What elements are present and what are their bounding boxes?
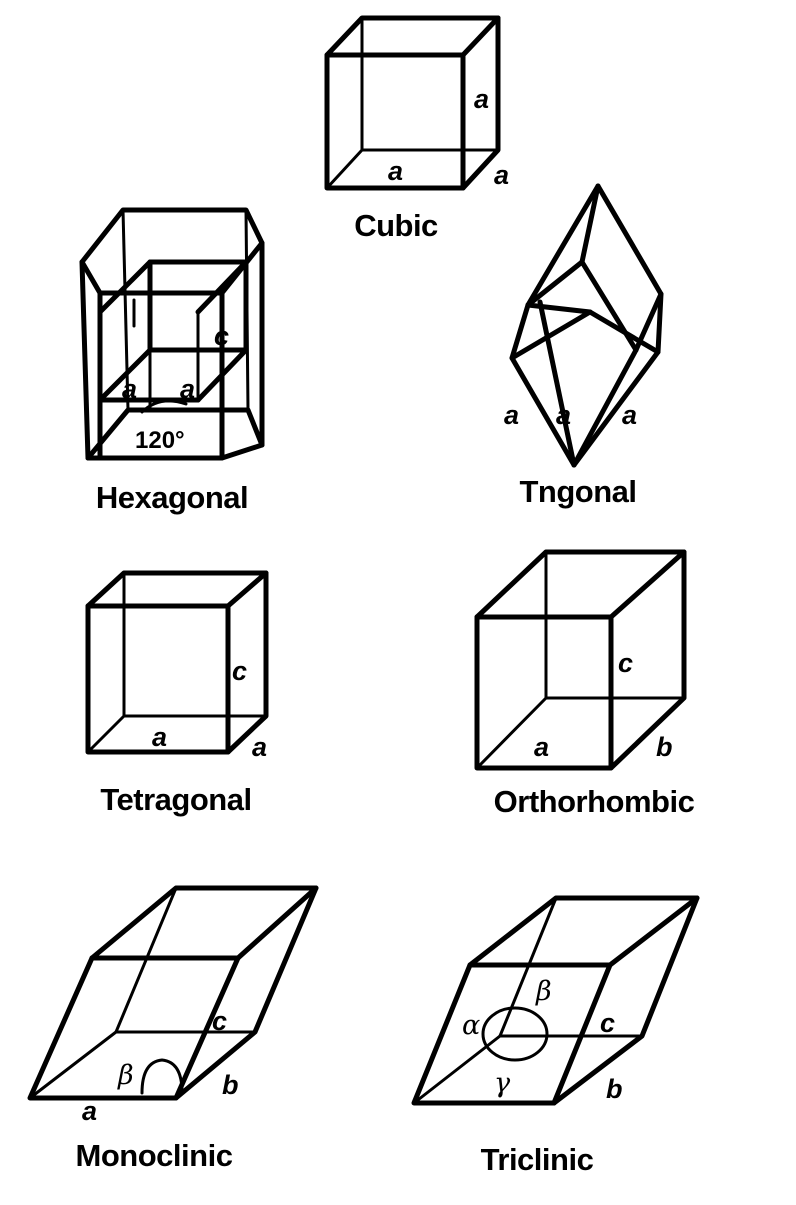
tetragonal-cell: c a a Tetragonal xyxy=(85,570,269,817)
cubic-name: Cubic xyxy=(354,208,438,243)
trigonal-edge xyxy=(571,347,639,468)
triclinic-gamma-label: γ xyxy=(494,1068,511,1099)
hexagonal-unit-cell xyxy=(97,259,153,315)
trigonal-edge xyxy=(587,309,661,355)
triclinic-edge-label: b xyxy=(606,1074,623,1104)
monoclinic-edge-label: a xyxy=(82,1096,97,1126)
trigonal-edge xyxy=(537,299,577,468)
orthorhombic-edge xyxy=(608,549,687,620)
trigonal-edge xyxy=(525,302,593,315)
hexagonal-unit-cell xyxy=(97,347,153,403)
monoclinic-beta-arc xyxy=(140,1058,184,1095)
orthorhombic-name: Orthorhombic xyxy=(494,784,695,819)
orthorhombic-cell: c a b Orthorhombic xyxy=(474,549,695,819)
orthorhombic-edge-label: a xyxy=(534,732,549,762)
cubic-edge-label: a xyxy=(474,84,489,114)
triclinic-edge-label: c xyxy=(600,1008,615,1038)
trigonal-name: Tngonal xyxy=(519,474,636,509)
hexagonal-angle-arc xyxy=(140,399,188,414)
monoclinic-name: Monoclinic xyxy=(76,1138,233,1173)
orthorhombic-hidden-edge xyxy=(475,696,548,770)
trigonal-edge-label: a xyxy=(504,400,519,430)
tetragonal-edge-label: a xyxy=(152,722,167,752)
triclinic-hidden-edge xyxy=(498,896,558,1038)
triclinic-alpha-label: α xyxy=(462,1010,480,1041)
orthorhombic-edge-label: b xyxy=(656,732,673,762)
trigonal-cell: a a a Tngonal xyxy=(504,183,664,509)
trigonal-edge xyxy=(509,309,593,361)
monoclinic-front-face xyxy=(27,955,241,1101)
monoclinic-edge xyxy=(235,885,319,961)
trigonal-edge-label: a xyxy=(556,400,571,430)
orthorhombic-edge-label: c xyxy=(618,648,633,678)
monoclinic-hidden-edge xyxy=(28,1030,118,1100)
tetragonal-edge-label: a xyxy=(252,732,267,762)
cubic-edge-label: a xyxy=(388,156,403,186)
cubic-edge xyxy=(460,15,501,58)
hexagonal-name: Hexagonal xyxy=(96,480,248,515)
monoclinic-angle-label: β xyxy=(117,1060,134,1091)
hexagonal-unit-cell xyxy=(195,347,249,403)
tetragonal-edge xyxy=(225,570,269,609)
triclinic-angle-ellipse xyxy=(481,1006,549,1062)
cubic-cell: a a a Cubic xyxy=(324,15,509,243)
triclinic-cell: c b α β γ Triclinic xyxy=(411,895,700,1177)
monoclinic-edge-label: c xyxy=(212,1006,227,1036)
triclinic-beta-label: β xyxy=(535,976,552,1007)
triclinic-edge xyxy=(607,895,700,968)
monoclinic-hidden-edge xyxy=(114,886,178,1034)
trigonal-edge xyxy=(579,183,601,265)
monoclinic-edge-label: b xyxy=(222,1070,239,1100)
cubic-hidden-edge xyxy=(325,148,364,190)
hexagonal-unit-cell xyxy=(195,259,249,315)
tetragonal-edge-label: c xyxy=(232,656,247,686)
trigonal-outline xyxy=(509,183,664,468)
hexagonal-cell: c a a 120° Hexagonal xyxy=(79,207,265,515)
hexagonal-prism-edge xyxy=(79,259,91,461)
hexagonal-top-face xyxy=(79,207,265,296)
hexagonal-angle-label: 120° xyxy=(135,427,185,454)
hexagonal-edge-label: a xyxy=(122,374,137,404)
tetragonal-name: Tetragonal xyxy=(100,782,251,817)
hexagonal-hidden-edge xyxy=(121,208,130,412)
triclinic-name: Triclinic xyxy=(481,1142,594,1177)
hexagonal-edge-label: a xyxy=(180,374,195,404)
cubic-edge-label: a xyxy=(494,160,509,190)
trigonal-edge xyxy=(525,259,585,308)
hexagonal-edge-label: c xyxy=(214,321,229,351)
tetragonal-hidden-edge xyxy=(86,714,126,754)
trigonal-edge-label: a xyxy=(622,400,637,430)
monoclinic-cell: c a b β Monoclinic xyxy=(27,885,319,1173)
